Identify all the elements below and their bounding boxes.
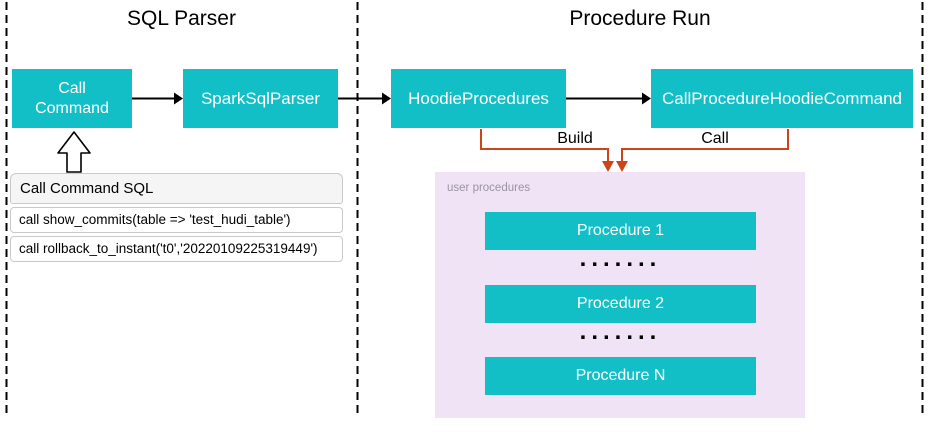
- node-procedure-n: Procedure N: [485, 357, 756, 395]
- sql-example-show-commits: call show_commits(table => 'test_hudi_ta…: [10, 207, 343, 233]
- node-procedure-2: Procedure 2: [485, 285, 756, 323]
- arrow-sparksqlparser-to-hoodieprocedures: [338, 92, 391, 105]
- hollow-up-arrow: [57, 131, 91, 173]
- node-sparksqlparser: SparkSqlParser: [183, 69, 338, 128]
- arrow-hoodieprocedures-to-callprocedurehoodiecommand: [566, 92, 651, 105]
- edge-label-build: Build: [557, 130, 593, 147]
- ellipsis-dots: .......: [579, 245, 662, 272]
- node-callprocedurehoodiecommand: CallProcedureHoodieCommand: [651, 69, 913, 128]
- user-procedures-label: user procedures: [447, 182, 531, 194]
- user-procedures-container: user procedures Procedure 1 ....... Proc…: [435, 172, 805, 418]
- section-title-sql-parser: SQL Parser: [127, 7, 236, 30]
- node-hoodieprocedures: HoodieProcedures: [391, 69, 566, 128]
- node-call-command: Call Command: [12, 69, 132, 128]
- arrow-callcommand-to-sparksqlparser: [132, 92, 183, 105]
- node-procedure-1: Procedure 1: [485, 212, 756, 250]
- sql-table-header: Call Command SQL: [10, 173, 343, 204]
- sql-example-rollback-to-instant: call rollback_to_instant('t0','202201092…: [10, 236, 343, 262]
- section-title-procedure-run: Procedure Run: [569, 7, 711, 30]
- ellipsis-dots: .......: [579, 318, 662, 345]
- call-command-sql-table: Call Command SQL call show_commits(table…: [10, 173, 343, 262]
- edge-label-call: Call: [701, 130, 729, 147]
